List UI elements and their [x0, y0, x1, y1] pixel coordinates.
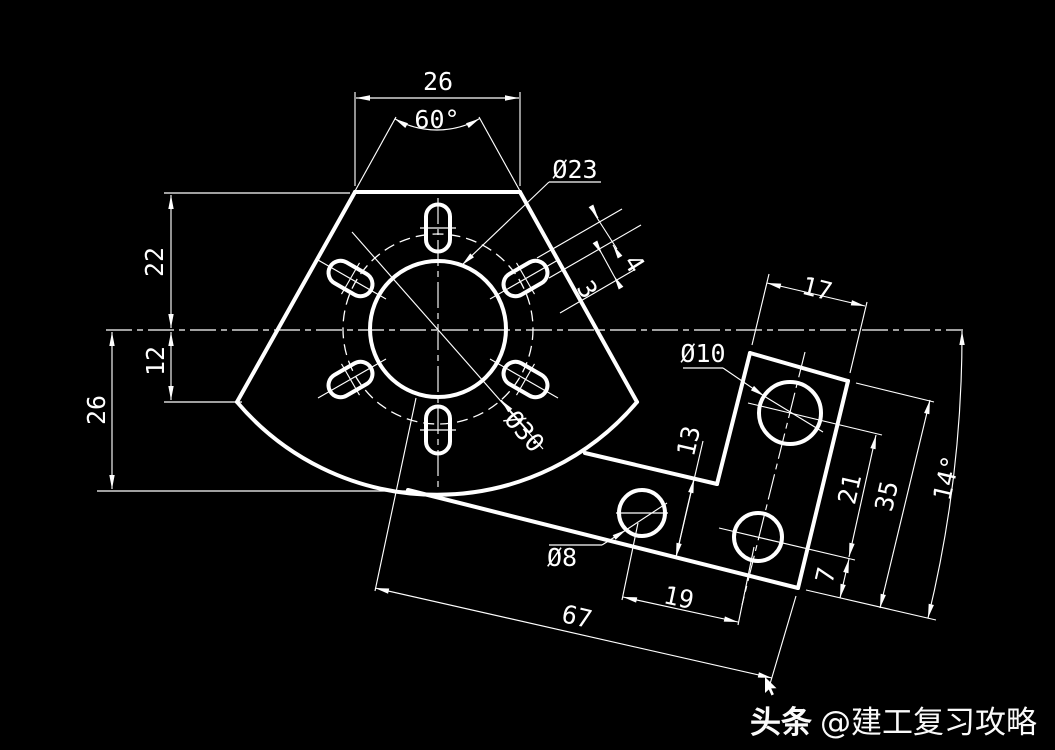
mouse-cursor-icon [765, 677, 777, 696]
radial-centerline-ur [489, 259, 559, 300]
radial-centerline-ll [317, 358, 387, 399]
watermark-handle: @建工复习攻略 [820, 705, 1037, 741]
bottom-edge [406, 488, 800, 590]
dim-label-center-hole: Ø23 [552, 155, 597, 184]
dim-label-tilt-angle: 14° [928, 453, 966, 504]
dim-arm-width: 13 [671, 423, 706, 558]
fan-right-edge [518, 190, 639, 404]
watermark: 头条@建工复习攻略 [750, 697, 1037, 742]
radial-centerline-lr [489, 358, 559, 399]
dim-label-upper-offset: 22 [140, 247, 169, 277]
dim-label-bolt-circle: Ø30 [499, 405, 551, 458]
dim-arm-length: 67 [374, 397, 797, 685]
dim-center-hole: Ø23 [461, 155, 601, 266]
dim-label-slot-gap: 3 [571, 275, 604, 303]
dim-plate-hole10: Ø10 [680, 339, 824, 433]
dim-label-arm-hole: Ø8 [547, 543, 577, 572]
part-outline [235, 190, 850, 590]
dim-label-plate-length: 35 [869, 478, 904, 514]
plate-hole-10 [757, 380, 823, 446]
dim-label-apex-angle: 60° [414, 105, 459, 134]
dim-label-hole-edge-offset: 7 [810, 564, 842, 585]
plate-right-edge [796, 379, 850, 590]
plate-hole-8 [732, 511, 784, 563]
dim-label-plate-hole: Ø10 [680, 339, 725, 368]
slot-tick-ul [341, 262, 360, 295]
dim-left-stack: 22 12 26 [82, 192, 408, 492]
slot-tick-lr [516, 363, 535, 396]
plate-hole8-crosshair [718, 527, 856, 561]
dim-label-slot-width: 4 [618, 249, 651, 277]
plate-top-edge [748, 351, 850, 383]
dim-label-left-height: 26 [82, 395, 111, 425]
watermark-brand: 头条 [750, 705, 812, 741]
dim-slot: 4 3 [536, 204, 651, 314]
dim-label-arm-width: 13 [671, 423, 706, 459]
fan-bottom-arc [235, 400, 639, 497]
dim-label-arm-length: 67 [559, 599, 595, 634]
arm-top-edge [583, 451, 719, 486]
dim-label-hole-spacing: 21 [832, 471, 867, 507]
slot-tick-ll [341, 363, 360, 396]
dim-arm-hole8: Ø8 [547, 502, 668, 572]
plate-axis-centerline [741, 351, 806, 606]
plate-left-edge [715, 351, 752, 486]
dim-plate-width: 17 [751, 271, 868, 374]
dim-label-plate-width: 17 [799, 271, 835, 306]
fan-left-edge [235, 190, 357, 404]
radial-centerline-ul [317, 259, 387, 300]
dim-label-mid-offset: 12 [141, 346, 170, 376]
slot-tick-ur [516, 262, 535, 295]
dim-apex-angle: 60° [354, 105, 521, 192]
plate-hole10-crosshair [747, 402, 883, 436]
dim-label-hole-pitch: 19 [661, 580, 696, 615]
dim-top-width: 26 [354, 67, 521, 186]
dim-label-top-width: 26 [423, 67, 453, 96]
centerlines [106, 198, 963, 606]
